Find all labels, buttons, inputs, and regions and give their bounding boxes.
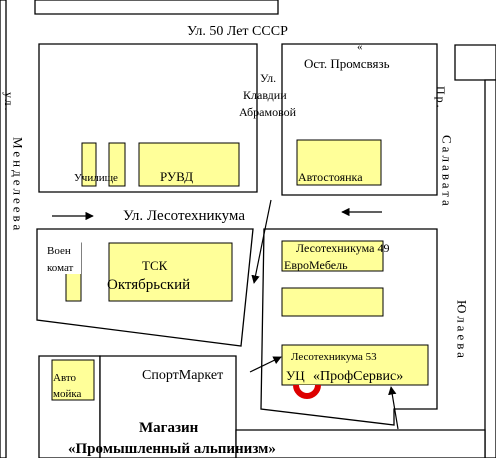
ost-quote-mark: « xyxy=(357,41,363,53)
building-tsk-oktyabrsky xyxy=(108,242,233,302)
block-far-east-right xyxy=(484,79,496,458)
street-label-salavata-prefix: Пр. xyxy=(434,86,448,110)
tsk-label-line1: ТСК xyxy=(142,258,168,273)
evromebel-label: ЕвроМебель xyxy=(284,258,348,272)
building-uchilische-left xyxy=(81,142,97,187)
street-label-50-let-sssr: Ул. 50 Лет СССР xyxy=(187,24,288,39)
ruvd-label: РУВД xyxy=(160,169,193,184)
voenkomat-label-line2: комат xyxy=(47,262,74,274)
tsk-label-line2: Октябрьский xyxy=(107,277,190,293)
avtomoyka-label-line2: мойка xyxy=(53,388,82,400)
building-avtostoyanka xyxy=(296,139,382,186)
building-lesotekhnikuma-53 xyxy=(281,344,429,386)
profservis-label: «ПрофСервис» xyxy=(313,369,403,384)
street-label-yulaeva: Юлаева xyxy=(455,300,470,361)
street-label-klavdii-line3: Абрамовой xyxy=(239,105,297,119)
street-label-klavdii-line1: Ул. xyxy=(260,71,276,85)
shop-name-line1: Магазин xyxy=(139,420,199,436)
arrow-sportmarket xyxy=(249,356,282,373)
street-label-klavdii-line2: Клавдии xyxy=(243,88,287,102)
sportmarket-label: СпортМаркет xyxy=(142,368,223,383)
bus-stop-promsvyaz-label: Ост. Промсвязь xyxy=(304,56,390,71)
avtomoyka-label-line1: Авто xyxy=(53,372,77,384)
avtostoyanka-label: Автостоянка xyxy=(298,170,363,184)
uts-label: УЦ xyxy=(286,368,305,383)
arrow-profservis xyxy=(388,386,399,430)
lesotekhnikuma-49-label: Лесотехникума 49 xyxy=(296,241,389,255)
street-label-mendeleeva: Менделеева xyxy=(11,137,26,233)
shop-marker-icon xyxy=(293,384,321,399)
street-label-mendeleeva-prefix: ул. xyxy=(2,92,16,112)
arrow-klavdii xyxy=(251,199,272,284)
building-lesotekhnikuma-49 xyxy=(281,240,384,272)
shop-name-line2: «Промышленный альпинизм» xyxy=(68,441,276,457)
voenkomat-label-line1: Воен xyxy=(47,245,71,257)
block-far-left xyxy=(0,0,7,458)
block-far-east-top xyxy=(454,44,496,81)
building-uchilische-right xyxy=(108,142,126,187)
uchilische-label: Училище xyxy=(74,172,118,184)
block-top-left xyxy=(34,0,279,15)
building-evromebel-annex xyxy=(281,287,384,317)
block-south-east xyxy=(235,429,486,458)
building-avtomoyka xyxy=(51,359,95,401)
street-label-salavata: Салавата xyxy=(440,135,455,209)
street-label-lesotekhnikuma: Ул. Лесотехникума xyxy=(123,208,245,224)
voenkomat-label-box xyxy=(45,240,81,274)
lesotekhnikuma-53-label: Лесотехникума 53 xyxy=(291,351,377,363)
building-ruvd xyxy=(138,142,240,187)
block-south-middle xyxy=(99,355,237,458)
